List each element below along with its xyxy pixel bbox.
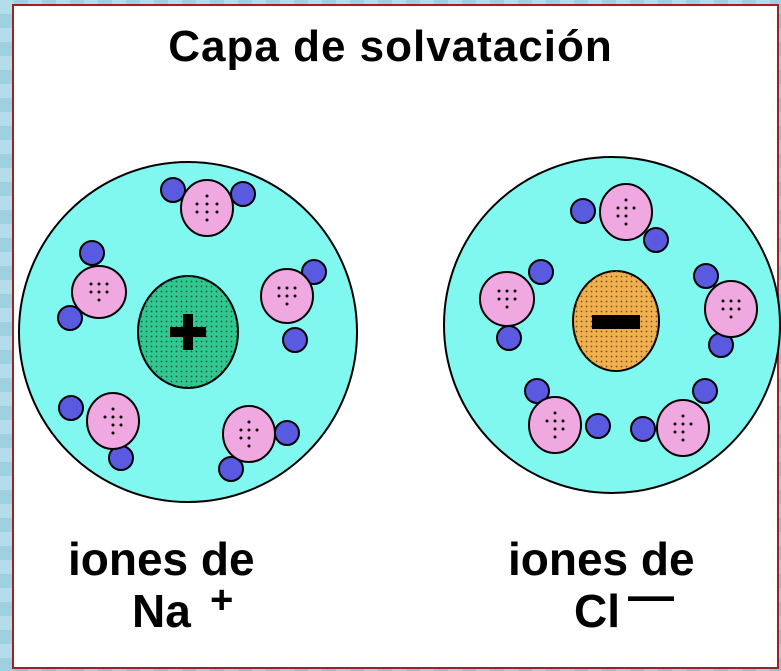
water-molecule [570, 183, 669, 253]
diagram-title: Capa de solvatación [168, 22, 613, 71]
water-molecule [160, 177, 256, 237]
water-molecule [479, 259, 554, 351]
chloride-charge: — [628, 569, 674, 621]
chloride-symbol: Cl [574, 585, 620, 637]
chloride-solvation-shell [443, 156, 781, 494]
water-molecule [524, 378, 611, 454]
water-molecule [260, 259, 327, 353]
water-molecule [218, 405, 300, 482]
sodium-label-line1: iones de [68, 533, 255, 585]
chloride-label-line1: iones de [508, 533, 695, 585]
water-molecule [693, 263, 758, 358]
minus-sign [592, 315, 640, 329]
sodium-symbol: Na [132, 585, 191, 637]
water-molecule [57, 240, 127, 331]
water-molecule [58, 392, 140, 471]
water-molecule [630, 378, 718, 457]
sodium-ion [137, 275, 239, 389]
sodium-charge: + [210, 578, 234, 622]
sodium-solvation-shell [18, 161, 358, 503]
plus-sign-v [183, 314, 193, 350]
chloride-ion [572, 270, 660, 372]
